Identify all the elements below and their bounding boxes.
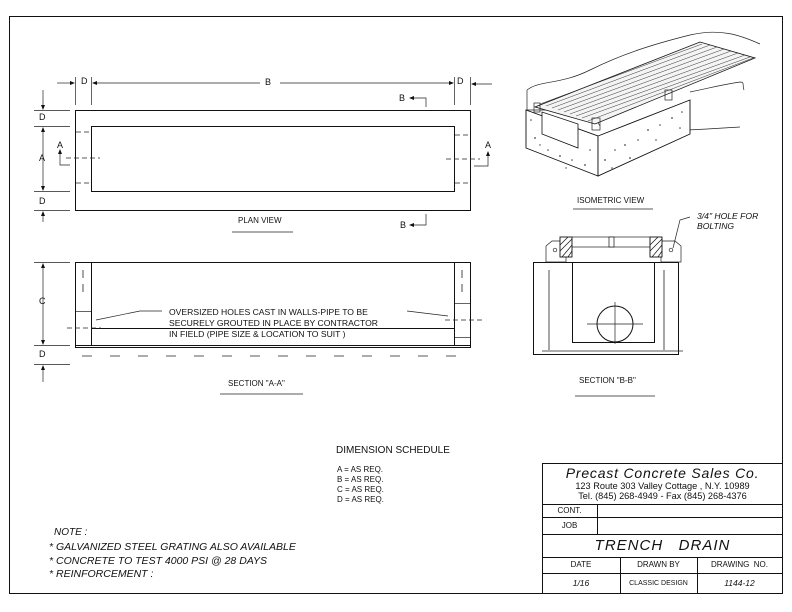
sheet-border xyxy=(9,16,783,594)
hole-callout-line: BOLTING xyxy=(697,221,735,231)
note-item: * CONCRETE TO TEST 4000 PSI @ 28 DAYS xyxy=(49,555,268,567)
plan-view xyxy=(34,77,492,233)
section-mark-a-right: A xyxy=(485,140,492,150)
dimension-schedule-title: DIMENSION SCHEDULE xyxy=(336,445,450,456)
plan-view-title: PLAN VIEW xyxy=(238,216,282,225)
dim-label-d: D xyxy=(81,76,88,86)
dim-label-d: D xyxy=(39,349,46,359)
section-aa-title: SECTION "A-A" xyxy=(228,379,285,388)
drawing-no-value: 1144-12 xyxy=(724,578,755,588)
cont-label: CONT. xyxy=(557,506,582,515)
schedule-row: B = AS REQ. xyxy=(337,475,384,484)
section-mark-a-left: A xyxy=(57,140,64,150)
note-item: * GALVANIZED STEEL GRATING ALSO AVAILABL… xyxy=(49,541,296,553)
company-name: Precast Concrete Sales Co. xyxy=(565,465,760,481)
isometric-view xyxy=(525,31,761,210)
callout-line: OVERSIZED HOLES CAST IN WALLS-PIPE TO BE xyxy=(169,307,368,317)
company-phone: Tel. (845) 268-4949 - Fax (845) 268-4376 xyxy=(578,491,747,501)
dim-label-d: D xyxy=(457,76,464,86)
drawn-by-header: DRAWN BY xyxy=(637,560,680,569)
date-header: DATE xyxy=(570,560,592,569)
drawing-title: TRENCH DRAIN xyxy=(594,537,731,554)
section-mark-b-top: B xyxy=(399,93,406,103)
callout-line: IN FIELD (PIPE SIZE & LOCATION TO SUIT ) xyxy=(169,329,346,339)
title-block-grid xyxy=(542,463,783,594)
section-bb-title: SECTION "B-B" xyxy=(579,376,636,385)
dim-label-d: D xyxy=(39,196,46,206)
dim-label-a: A xyxy=(39,153,46,163)
section-aa xyxy=(34,262,483,395)
drawn-by-value: CLASSIC DESIGN xyxy=(629,580,688,587)
callout-line: SECURELY GROUTED IN PLACE BY CONTRACTOR xyxy=(169,318,378,328)
schedule-row: D = AS REQ. xyxy=(337,495,384,504)
section-mark-b-bottom: B xyxy=(400,220,407,230)
dim-label-b: B xyxy=(265,77,272,87)
section-bb xyxy=(533,216,691,397)
drawing-no-header: DRAWING NO. xyxy=(710,560,769,569)
schedule-row: A = AS REQ. xyxy=(337,465,384,474)
company-address: 123 Route 303 Valley Cottage , N.Y. 1098… xyxy=(575,481,750,491)
schedule-row: C = AS REQ. xyxy=(337,485,384,494)
job-label: JOB xyxy=(561,521,578,530)
date-value: 1/16 xyxy=(572,578,590,588)
dim-label-d: D xyxy=(39,112,46,122)
notes-title: NOTE : xyxy=(54,527,88,538)
isometric-view-title: ISOMETRIC VIEW xyxy=(577,196,645,205)
dim-label-c: C xyxy=(39,296,46,306)
hole-callout-line: 3/4" HOLE FOR xyxy=(697,211,759,221)
note-item: * REINFORCEMENT : xyxy=(49,568,154,580)
